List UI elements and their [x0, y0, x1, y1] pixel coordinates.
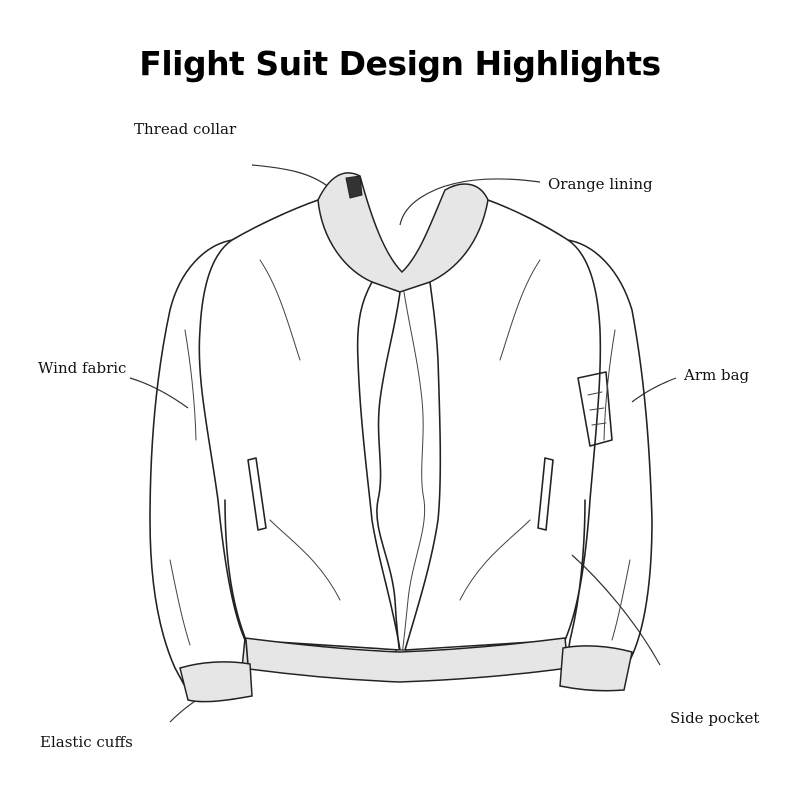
- right-cuff: [559, 645, 633, 692]
- right-sleeve: [564, 239, 653, 681]
- collar: [317, 172, 489, 293]
- zipper: [376, 291, 401, 656]
- jacket-body: [149, 172, 653, 703]
- label-thread-collar: Thread collar: [134, 120, 237, 138]
- label-elastic-cuffs: Elastic cuffs: [40, 733, 133, 751]
- leader-wind-fabric: [129, 377, 189, 409]
- left-pocket: [247, 457, 267, 531]
- diagram-title: Flight Suit Design Highlights: [139, 44, 661, 83]
- label-arm-bag: Arm bag: [684, 366, 750, 384]
- label-side-pocket: Side pocket: [670, 709, 760, 727]
- waistband: [241, 637, 569, 683]
- label-orange-lining: Orange lining: [548, 175, 653, 193]
- arm-bag-pocket: [577, 371, 613, 447]
- label-wind-fabric: Wind fabric: [38, 359, 127, 377]
- leader-orange-lining: [399, 178, 541, 226]
- right-pocket: [537, 457, 554, 531]
- leader-thread-collar: [251, 164, 331, 189]
- left-cuff: [179, 661, 253, 703]
- left-panel: [198, 199, 401, 651]
- left-sleeve: [149, 239, 251, 693]
- leader-arm-bag: [631, 377, 677, 403]
